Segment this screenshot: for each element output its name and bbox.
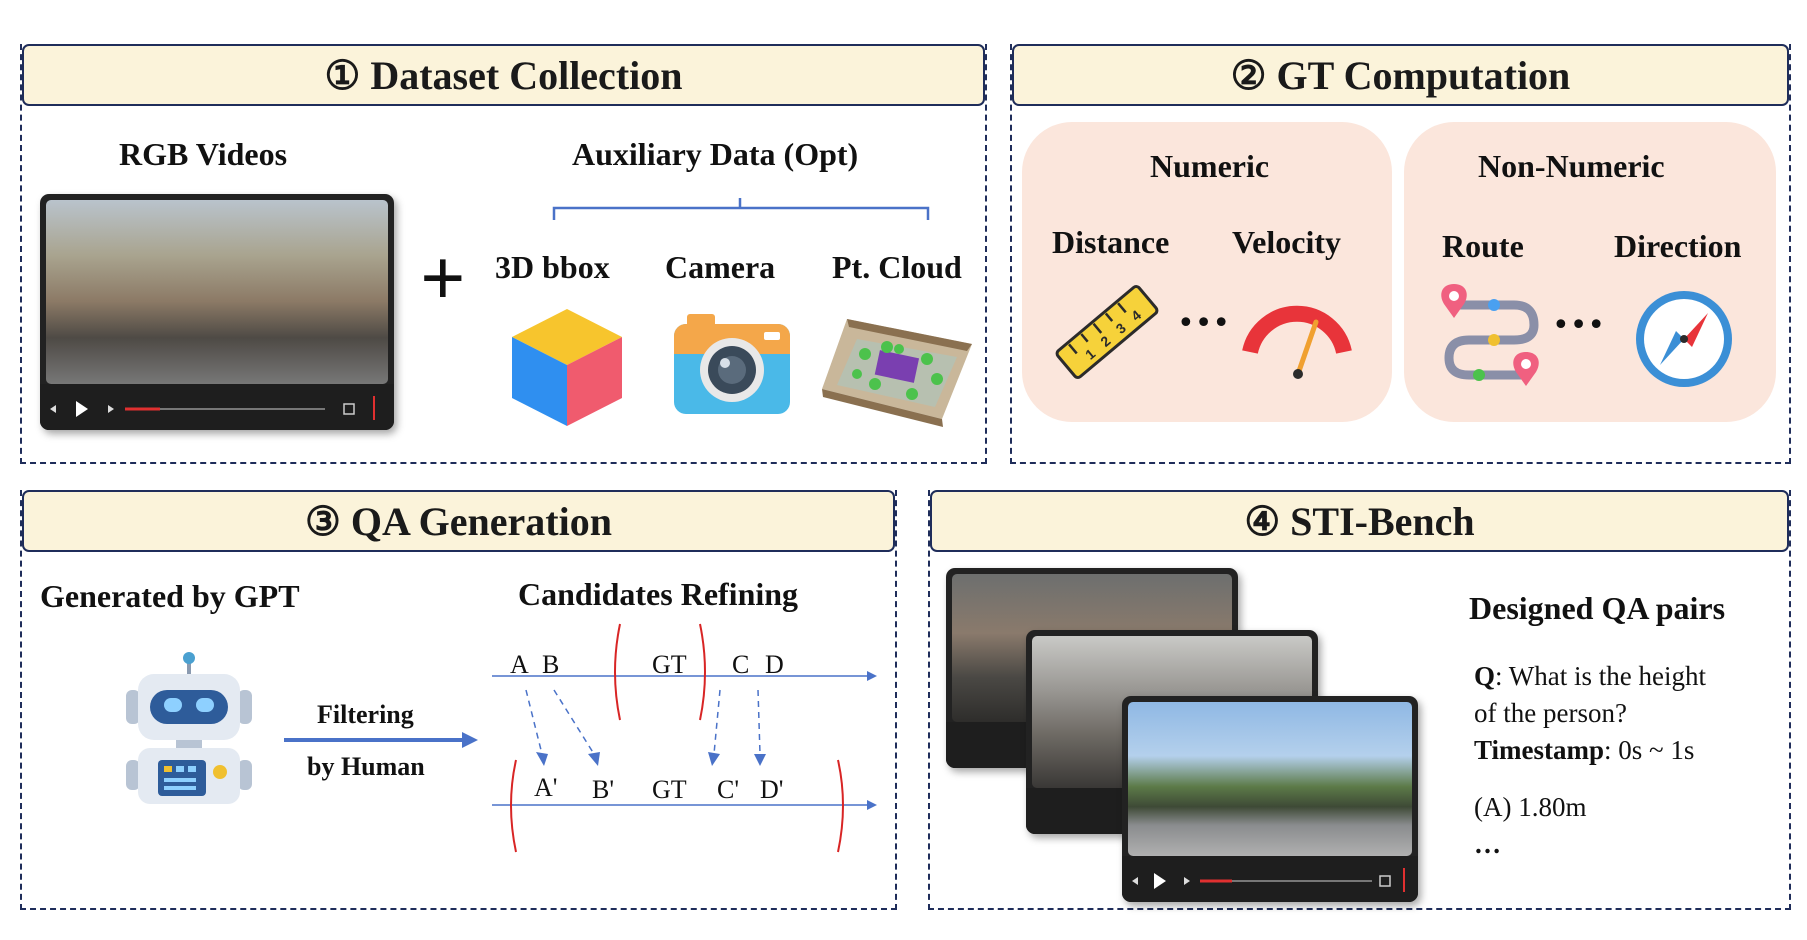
candidate-axes [492, 623, 877, 853]
candidate-bottom-a: A' [534, 773, 558, 802]
player-controls [1122, 856, 1418, 902]
panel-title: ② GT Computation [1012, 44, 1789, 106]
video-frame [46, 200, 388, 384]
sti-bench-panel: ④ STI-Bench Designed QA pairs Q: What is… [928, 490, 1791, 910]
question-line-2: of the person? [1474, 698, 1627, 728]
player-controls-icons [50, 396, 375, 420]
q-text: : What is the height [1495, 661, 1706, 691]
timestamp-line: Timestamp: 0s ~ 1s [1474, 732, 1706, 769]
route-icon [1441, 284, 1539, 386]
designed-qa-title: Designed QA pairs [1469, 590, 1726, 626]
compass-icon [1636, 291, 1732, 387]
cube-icon [512, 309, 622, 426]
player-controls-icons [1132, 868, 1405, 892]
candidate-top-a: A [510, 650, 529, 679]
video-frame [1128, 702, 1412, 856]
candidate-bottom-gt: GT [652, 775, 687, 804]
by-human-label: by Human [307, 752, 425, 781]
ruler-icon: 1 2 3 4 [1055, 285, 1159, 379]
candidate-top-d: D [765, 650, 784, 679]
candidate-top-b: B [542, 650, 560, 679]
distance-label: Distance [1052, 224, 1170, 260]
rgb-videos-label: RGB Videos [119, 136, 288, 172]
candidate-bottom-b: B' [592, 775, 615, 804]
direction-label: Direction [1614, 228, 1742, 264]
q-label: Q [1474, 661, 1496, 691]
video-player [40, 194, 394, 430]
ellipsis-dots: ••• [1177, 306, 1231, 341]
auxiliary-brace [552, 198, 930, 220]
answer-option: (A) 1.80m [1474, 792, 1587, 822]
bbox-label: 3D bbox [495, 249, 610, 285]
candidate-bottom-c: C' [717, 775, 740, 804]
camera-label: Camera [665, 249, 776, 285]
panel-title: ③ QA Generation [22, 490, 895, 552]
point-cloud-label: Pt. Cloud [832, 249, 962, 285]
ellipsis-dots: ••• [1552, 308, 1606, 343]
panel-title: ① Dataset Collection [22, 44, 985, 106]
non-numeric-title: Non-Numeric [1478, 148, 1665, 184]
candidate-top-c: C [732, 650, 750, 679]
panel-title: ④ STI-Bench [930, 490, 1789, 552]
qa-text: Q: What is the height of the person? Tim… [1474, 658, 1706, 863]
more-ellipsis: … [1474, 829, 1501, 859]
auxiliary-data-label: Auxiliary Data (Opt) [572, 136, 859, 172]
timestamp-label: Timestamp [1474, 735, 1605, 765]
candidate-top-gt: GT [652, 650, 687, 679]
velocity-label: Velocity [1232, 224, 1342, 260]
point-cloud-icon [822, 319, 972, 427]
route-label: Route [1442, 228, 1524, 264]
gt-computation-panel: ② GT Computation Numeric Distance Veloci… [1010, 44, 1791, 464]
filter-arrow [284, 732, 478, 748]
filtering-label: Filtering [317, 700, 414, 729]
robot-icon [126, 652, 252, 804]
non-numeric-box: Non-Numeric Route Direction ••• [1404, 122, 1776, 422]
camera-icon [674, 314, 790, 414]
question-line: Q: What is the height [1474, 658, 1706, 695]
player-controls [40, 384, 394, 430]
plus-sign: + [420, 235, 466, 323]
qa-generation-panel: ③ QA Generation Generated by GPT Candida… [20, 490, 897, 910]
video-player [1122, 696, 1418, 902]
numeric-title: Numeric [1150, 148, 1270, 184]
generated-by-gpt-label: Generated by GPT [40, 578, 300, 614]
numeric-box: Numeric Distance Velocity 1 2 3 4 ••• [1022, 122, 1392, 422]
candidates-refining-label: Candidates Refining [518, 576, 799, 612]
timestamp-text: : 0s ~ 1s [1604, 735, 1695, 765]
speedometer-icon [1242, 305, 1352, 379]
dataset-collection-panel: ① Dataset Collection RGB Videos + Auxili… [20, 44, 987, 464]
candidate-bottom-d: D' [760, 775, 784, 804]
